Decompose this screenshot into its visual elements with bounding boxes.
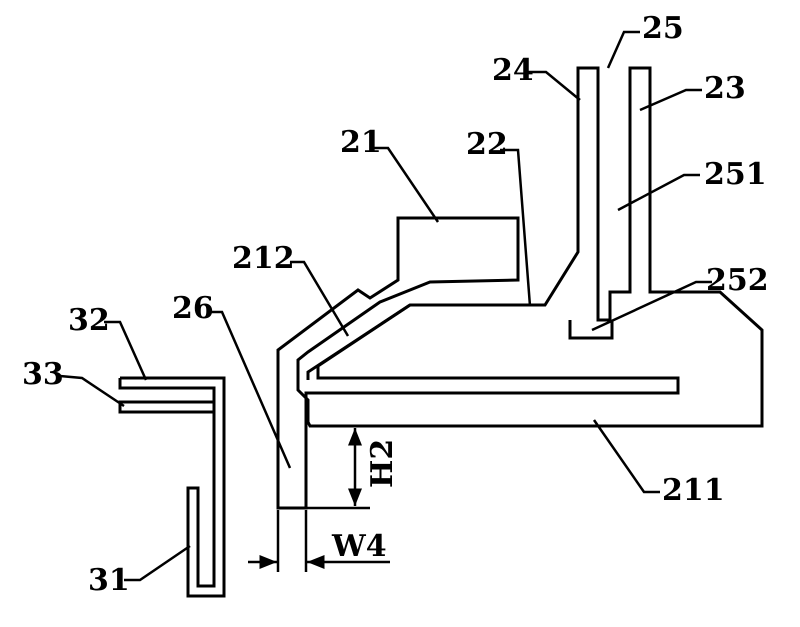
label-21: 21 — [340, 125, 382, 160]
label-251: 251 — [704, 157, 767, 192]
w4-label: W4 — [331, 529, 387, 564]
leader-24 — [528, 72, 580, 100]
label-25: 25 — [642, 11, 684, 46]
leader-211 — [594, 420, 660, 492]
h2-label: H2 — [365, 439, 400, 488]
label-212: 212 — [232, 241, 295, 276]
parasitic-element-slot — [120, 378, 214, 402]
leader-33 — [60, 376, 124, 406]
label-33: 33 — [22, 357, 64, 392]
label-252: 252 — [706, 263, 769, 298]
label-32: 32 — [68, 303, 110, 338]
leader-21 — [372, 148, 438, 222]
label-31: 31 — [88, 563, 130, 598]
label-22: 22 — [466, 127, 508, 162]
leader-31 — [124, 546, 190, 580]
label-211: 211 — [662, 473, 725, 508]
leader-212 — [290, 262, 348, 336]
leader-22 — [500, 150, 530, 306]
label-23: 23 — [704, 71, 746, 106]
label-26: 26 — [172, 291, 214, 326]
parasitic-element-outline — [120, 378, 224, 596]
leader-25 — [608, 32, 640, 68]
leader-32 — [104, 322, 146, 380]
label-24: 24 — [492, 53, 534, 88]
